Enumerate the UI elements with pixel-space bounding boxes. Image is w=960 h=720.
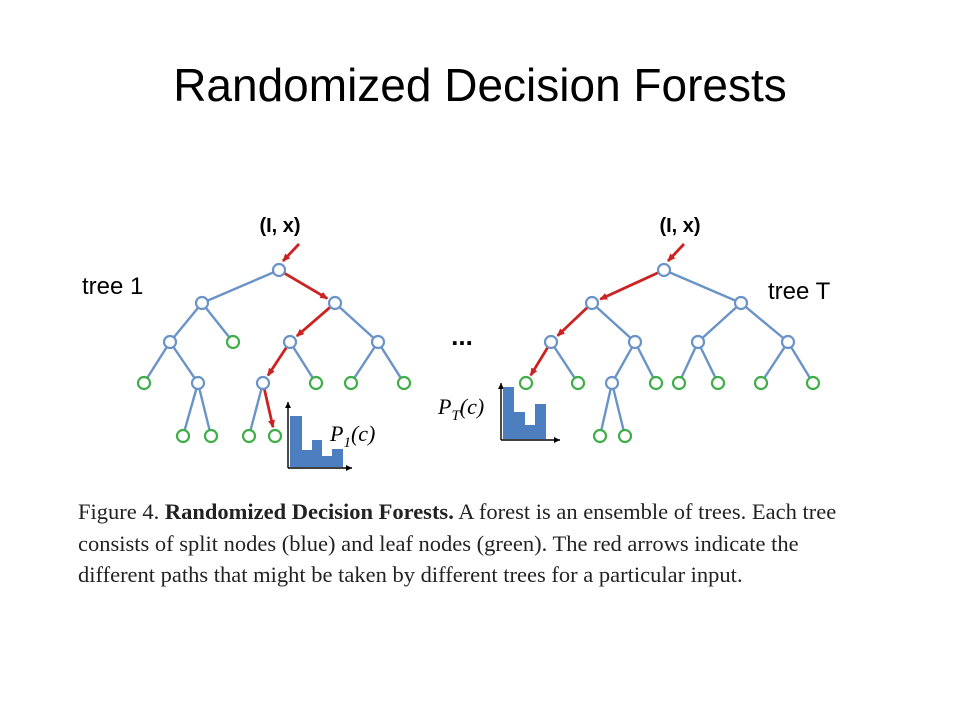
hist-1-bar: [302, 450, 312, 467]
tree-t-edge: [677, 341, 700, 384]
tree-t-path-arrow: [599, 271, 660, 301]
tree-t-split-node: [604, 375, 620, 391]
tree-t-leaf-node: [805, 375, 821, 391]
tree-t-leaf-node: [710, 375, 726, 391]
tree-1-edge: [247, 382, 265, 437]
hist-1-bar: [322, 456, 332, 467]
tree-1-edge: [201, 268, 280, 305]
hist-t-bar: [525, 425, 535, 439]
tree-1-leaf-node: [308, 375, 324, 391]
caption-figure-number: Figure 4.: [78, 499, 160, 524]
tree-1-leaf-node: [241, 428, 257, 444]
caption-text: A forest is an ensemble of trees. Each t…: [78, 499, 837, 587]
tree-1-label: tree 1: [82, 273, 143, 300]
tree-t-edge: [740, 302, 789, 343]
input-label-tree-1: (I, x): [259, 215, 300, 237]
ellipsis: ...: [451, 321, 473, 351]
tree-1-edge: [376, 341, 406, 384]
tree-1-path-arrow: [295, 305, 332, 338]
tree-1-edge: [169, 302, 203, 343]
tree-t-edge: [591, 302, 636, 343]
tree-t-split-node: [543, 334, 559, 350]
leaf-distribution-tree-1: P1(c): [285, 402, 375, 471]
tree-1-split-node: [282, 334, 298, 350]
tree-nodes: [136, 262, 821, 444]
tree-edges: [142, 268, 815, 437]
tree-1-split-node: [370, 334, 386, 350]
leaf-distribution-tree-t: PT(c): [437, 383, 560, 443]
tree-1-edge: [334, 302, 379, 343]
tree-t-input-arrow: [666, 243, 686, 262]
tree-t-split-node: [584, 295, 600, 311]
hist-t-bar: [535, 404, 546, 439]
tree-1-edge: [349, 341, 380, 384]
tree-t-edge: [663, 268, 742, 305]
hist-1-bar: [290, 416, 302, 467]
tree-t-edge: [610, 382, 627, 437]
input-label-tree-t: (I, x): [659, 215, 700, 237]
tree-t-leaf-node: [617, 428, 633, 444]
tree-1-path-arrow: [266, 346, 288, 377]
path-arrows: [262, 243, 686, 429]
tree-t-edge: [697, 302, 742, 343]
tree-1-edge: [196, 382, 213, 437]
hist-t-bar: [514, 412, 525, 439]
tree-1-edge: [181, 382, 200, 437]
tree-t-edge: [786, 341, 815, 384]
tree-t-path-arrow: [529, 346, 550, 377]
tree-t-leaf-node: [648, 375, 664, 391]
tree-1-path-arrow: [283, 271, 329, 300]
tree-t-split-node: [780, 334, 796, 350]
tree-1-split-node: [255, 375, 271, 391]
tree-t-split-node: [690, 334, 706, 350]
tree-t-edge: [696, 341, 720, 384]
tree-1-edge: [201, 302, 234, 343]
hist-t-label: PT(c): [437, 394, 484, 424]
tree-t-leaf-node: [671, 375, 687, 391]
tree-t-label: tree T: [768, 278, 831, 305]
tree-1-path-arrow: [262, 388, 275, 429]
tree-1-split-node: [162, 334, 178, 350]
tree-1-leaf-node: [396, 375, 412, 391]
tree-t-edge: [549, 341, 580, 384]
tree-1-split-node: [271, 262, 287, 278]
tree-t-split-node: [656, 262, 672, 278]
tree-t-split-node: [627, 334, 643, 350]
tree-t-edge: [633, 341, 658, 384]
slide-title: Randomized Decision Forests: [173, 59, 787, 111]
tree-t-edge: [759, 341, 790, 384]
tree-1-leaf-node: [136, 375, 152, 391]
caption-bold-title: Randomized Decision Forests.: [164, 499, 454, 524]
tree-1-leaf-node: [343, 375, 359, 391]
tree-t-leaf-node: [570, 375, 586, 391]
tree-1-split-node: [194, 295, 210, 311]
tree-1-input-arrow: [281, 243, 301, 262]
tree-1-leaf-node: [225, 334, 241, 350]
tree-t-path-arrow: [556, 306, 589, 337]
tree-1-split-node: [190, 375, 206, 391]
tree-t-leaf-node: [518, 375, 534, 391]
tree-t-split-node: [733, 295, 749, 311]
tree-t-leaf-node: [753, 375, 769, 391]
tree-1-edge: [142, 341, 172, 384]
tree-1-split-node: [327, 295, 343, 311]
hist-1-bar: [332, 449, 343, 467]
tree-1-leaf-node: [267, 428, 283, 444]
tree-t-leaf-node: [592, 428, 608, 444]
tree-1-leaf-node: [203, 428, 219, 444]
figure-caption: Figure 4. Randomized Decision Forests. A…: [78, 496, 878, 591]
tree-1-edge: [288, 341, 318, 384]
tree-t-edge: [598, 382, 614, 437]
hist-1-bar: [312, 440, 322, 467]
tree-t-edge: [610, 341, 637, 384]
tree-1-leaf-node: [175, 428, 191, 444]
hist-t-bar: [503, 387, 514, 439]
tree-1-edge: [169, 341, 199, 384]
hist-1-label: P1(c): [329, 421, 375, 451]
